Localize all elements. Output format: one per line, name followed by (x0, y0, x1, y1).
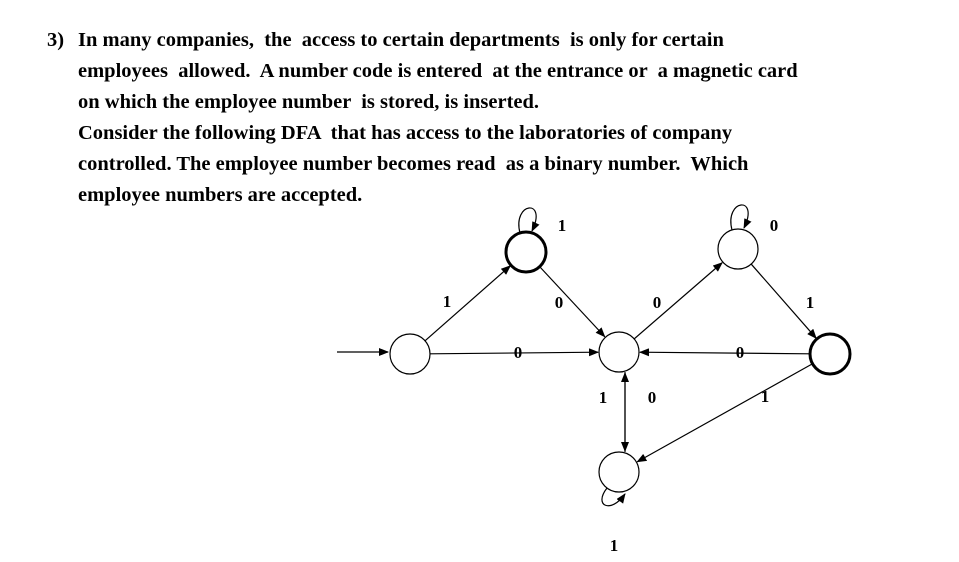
transition-label-q3-q3: 0 (770, 216, 779, 235)
transition-label-q4-q2: 0 (736, 343, 745, 362)
transition-label-q1-q1: 1 (558, 216, 567, 235)
state-q1-accepting (504, 230, 548, 274)
question-line-3: on which the employee number is stored, … (78, 91, 540, 113)
transition-label-q0-q2: 0 (514, 343, 523, 362)
dfa-edges (337, 204, 817, 507)
transition-q3-q3 (730, 204, 752, 231)
transition-label-q0-q1: 1 (443, 292, 452, 311)
transition-q4-q5 (636, 363, 813, 463)
transition-q0-q1 (424, 265, 511, 342)
question-line-2: employees allowed. A number code is ente… (78, 60, 798, 82)
transition-label-q2-q5: 1 (599, 388, 608, 407)
state-q3 (717, 228, 759, 270)
transition-q2-q3 (633, 262, 723, 340)
transition-q4-q2 (638, 348, 811, 357)
state-q2 (598, 331, 640, 373)
transition-label-q4-q5: 1 (761, 387, 770, 406)
question-line-4: Consider the following DFA that has acce… (78, 122, 733, 144)
transition-q5-q5 (601, 487, 626, 507)
transition-q0-q2 (429, 348, 600, 357)
transition-label-q5-q2: 0 (648, 388, 657, 407)
transition-q1-q1 (518, 207, 540, 234)
transition-q3-q4 (750, 263, 817, 339)
state-q0 (389, 333, 431, 375)
question-line-6: employee numbers are accepted. (78, 184, 363, 206)
question-line-5: controlled. The employee number becomes … (78, 153, 749, 175)
transition-label-q2-q3: 0 (653, 293, 662, 312)
question-line-1: In many companies, the access to certain… (78, 29, 724, 51)
state-q4-accepting (808, 332, 852, 376)
dfa-states (389, 228, 852, 493)
question-number: 3) (47, 29, 65, 51)
transition-label-q3-q4: 1 (806, 293, 815, 312)
transition-label-q1-q2: 0 (555, 293, 564, 312)
transition-q1-q2 (539, 266, 606, 338)
state-q5 (598, 451, 640, 493)
dfa-labels: 1 0 1 0 0 1 0 1 0 1 0 1 (443, 216, 815, 555)
transition-label-q5-q5: 1 (610, 536, 619, 555)
